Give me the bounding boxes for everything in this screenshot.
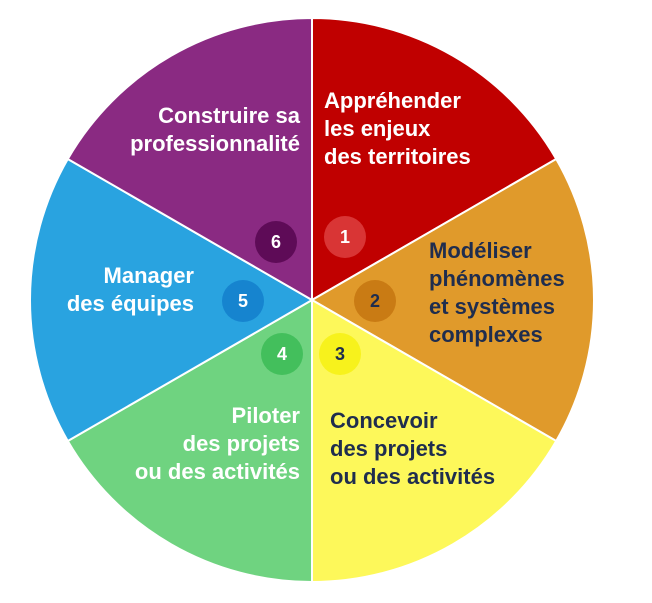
segment-3-label: Concevoir des projets ou des activités	[330, 408, 495, 489]
segment-1	[311, 16, 558, 302]
badge-circle	[354, 280, 396, 322]
badge-number: 3	[335, 344, 345, 364]
segment-label-line: Piloter	[232, 403, 301, 428]
segment-5-label: Manager des équipes	[67, 263, 195, 316]
badge-number: 2	[370, 291, 380, 311]
segment-2-label: Modéliser phénomènes et systèmes complexes	[429, 238, 565, 347]
segment-label-line: ou des activités	[330, 464, 495, 489]
segment-label-line: Appréhender	[324, 88, 461, 113]
segment-label-line: des territoires	[324, 144, 471, 169]
segment-label-line: les enjeux	[324, 116, 431, 141]
segment-label-line: phénomènes	[429, 266, 565, 291]
segment-label-line: professionnalité	[130, 131, 300, 156]
segment-1-label: Appréhender les enjeux des territoires	[324, 88, 471, 169]
segment-label-line: ou des activités	[135, 459, 300, 484]
segment-label-line: des projets	[330, 436, 447, 461]
segment-label-line: des projets	[183, 431, 300, 456]
segment-2-badge: 2	[354, 280, 396, 322]
badge-circle	[324, 216, 366, 258]
segment-6-badge: 6	[255, 221, 297, 263]
segment-5	[29, 157, 315, 443]
badge-circle	[222, 280, 264, 322]
segment-2	[310, 157, 595, 443]
segment-4-badge: 4	[261, 333, 303, 375]
segment-label-line: Construire sa	[158, 103, 301, 128]
segment-6-label: Construire sa professionnalité	[130, 103, 301, 156]
segment-3-badge: 3	[319, 333, 361, 375]
badge-circle	[319, 333, 361, 375]
segment-label-line: Manager	[104, 263, 195, 288]
segment-4	[66, 298, 313, 584]
segment-label-line: complexes	[429, 322, 543, 347]
badge-number: 6	[271, 232, 281, 252]
badge-circle	[261, 333, 303, 375]
segment-4-label: Piloter des projets ou des activités	[135, 403, 301, 484]
segment-label-line: Concevoir	[330, 408, 438, 433]
segment-label-line: Modéliser	[429, 238, 532, 263]
segment-1-badge: 1	[324, 216, 366, 258]
badge-number: 1	[340, 227, 350, 247]
segment-6	[66, 16, 313, 302]
badge-circle	[255, 221, 297, 263]
badge-number: 4	[277, 344, 287, 364]
badge-number: 5	[238, 291, 248, 311]
segment-5-badge: 5	[222, 280, 264, 322]
segment-3	[311, 298, 558, 584]
segment-label-line: des équipes	[67, 291, 194, 316]
segment-label-line: et systèmes	[429, 294, 555, 319]
